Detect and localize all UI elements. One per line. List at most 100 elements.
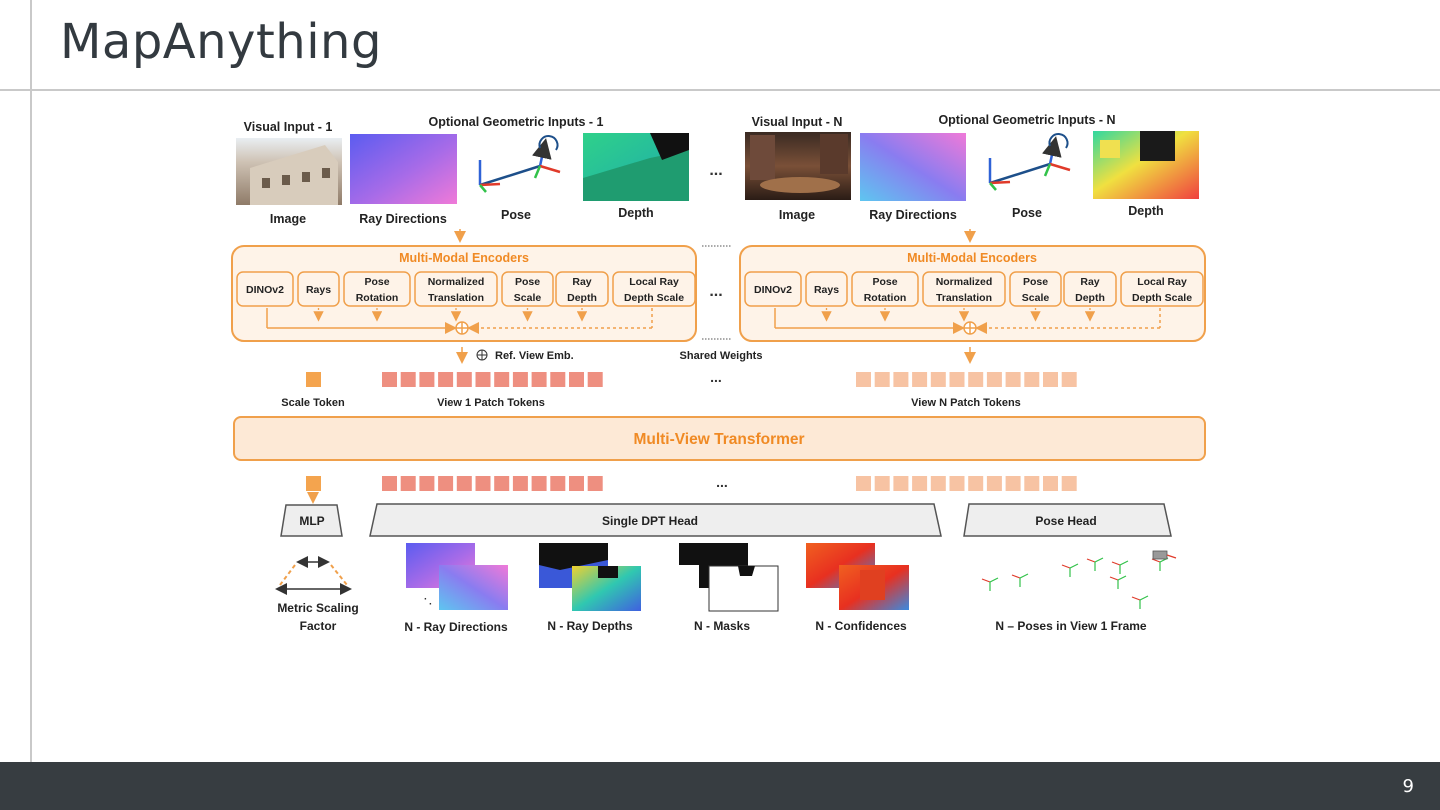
view1-encoder-label-0: DINOv2 bbox=[246, 284, 284, 296]
viewN-depth-label: Depth bbox=[1128, 204, 1163, 218]
view1-patch-token bbox=[475, 372, 491, 387]
inputs-ellipsis: ... bbox=[709, 162, 722, 179]
view1-encoder-label-3: Normalized bbox=[428, 276, 485, 288]
viewN-output-token bbox=[893, 476, 909, 491]
encoders-ellipsis: ... bbox=[709, 283, 722, 300]
viewN-output-token bbox=[856, 476, 871, 491]
viewN-patch-token bbox=[893, 372, 909, 387]
left-divider bbox=[30, 0, 32, 762]
view1-patch-token bbox=[456, 372, 472, 387]
viewN-encoder-label-2: Pose bbox=[872, 276, 897, 288]
viewN-patch-token bbox=[1043, 372, 1058, 387]
view1-output-token bbox=[382, 476, 397, 491]
view1-output-token bbox=[419, 476, 435, 491]
viewN-image-thumbnail bbox=[745, 132, 851, 200]
mlp-head bbox=[280, 504, 343, 537]
viewN-patch-token bbox=[856, 372, 871, 387]
view1-encoder-box-1: Rays bbox=[297, 271, 340, 322]
view1-ray-directions-thumbnail bbox=[350, 134, 457, 204]
view1-output-token bbox=[438, 476, 454, 491]
viewN-inputs: Visual Input - N Optional Geometric Inpu… bbox=[745, 113, 1199, 222]
view1-encoder-sublabel-6: Depth Scale bbox=[624, 292, 684, 304]
view1-patch-token bbox=[382, 372, 397, 387]
tokens-ellipsis: ... bbox=[710, 369, 722, 385]
viewN-encoder-label-0: DINOv2 bbox=[754, 284, 792, 296]
view1-encoder-label-2: Pose bbox=[364, 276, 389, 288]
viewN-encoder-label-3: Normalized bbox=[936, 276, 993, 288]
viewN-encoder-label-4: Pose bbox=[1023, 276, 1048, 288]
ray-depths-output-label: N - Ray Depths bbox=[547, 619, 633, 633]
view1-encoders-title: Multi-Modal Encoders bbox=[399, 251, 529, 265]
viewN-encoder-label-6: Local Ray bbox=[1137, 276, 1187, 288]
pose-glyph bbox=[1131, 595, 1149, 609]
view1-output-token bbox=[587, 476, 603, 491]
scale-token-output bbox=[306, 476, 321, 491]
viewN-geo-title: Optional Geometric Inputs - N bbox=[938, 113, 1115, 127]
output-tokens-ellipsis: ... bbox=[716, 474, 728, 490]
architecture-diagram: Visual Input - 1 Optional Geometric Inpu… bbox=[231, 113, 1206, 634]
viewN-output-token bbox=[968, 476, 984, 491]
viewN-patch-token bbox=[874, 372, 890, 387]
pose-head-label: Pose Head bbox=[1035, 514, 1096, 528]
viewN-encoder-box-1: Rays bbox=[805, 271, 848, 322]
dpt-head-label: Single DPT Head bbox=[602, 514, 698, 528]
view1-ray-directions-label: Ray Directions bbox=[359, 212, 447, 226]
viewN-patch-token bbox=[930, 372, 946, 387]
pose-glyph bbox=[1011, 573, 1029, 587]
viewN-depth-thumbnail bbox=[1093, 131, 1199, 199]
viewN-patch-token bbox=[986, 372, 1002, 387]
footer-bar: 9 bbox=[0, 762, 1440, 810]
pose-glyph bbox=[1151, 557, 1169, 571]
view1-image-label: Image bbox=[270, 212, 306, 226]
metric-scaling-icon bbox=[275, 556, 352, 595]
multi-view-transformer-label: Multi-View Transformer bbox=[633, 431, 804, 448]
poses-output-label: N – Poses in View 1 Frame bbox=[995, 619, 1147, 633]
view1-image-thumbnail bbox=[236, 138, 342, 205]
pose-glyph bbox=[981, 577, 999, 591]
view1-output-token bbox=[550, 476, 566, 491]
view1-output-token bbox=[569, 476, 584, 491]
view1-output-token bbox=[512, 476, 528, 491]
viewN-output-token bbox=[1024, 476, 1040, 491]
view1-geo-title: Optional Geometric Inputs - 1 bbox=[428, 115, 603, 129]
view1-encoder-label-5: Ray bbox=[572, 276, 591, 288]
view1-pose-label: Pose bbox=[501, 208, 531, 222]
viewN-patch-tokens-label: View N Patch Tokens bbox=[911, 397, 1021, 409]
viewN-sum-icon bbox=[963, 321, 977, 335]
view1-depth-label: Depth bbox=[618, 206, 653, 220]
scale-token-label: Scale Token bbox=[281, 397, 345, 409]
view1-encoder-sublabel-3: Translation bbox=[428, 292, 484, 304]
title-divider bbox=[0, 89, 1440, 91]
viewN-patch-tokens-output bbox=[856, 476, 1077, 491]
shared-weights-label: Shared Weights bbox=[680, 350, 763, 362]
viewN-patch-tokens-input bbox=[856, 372, 1077, 387]
view1-patch-token bbox=[512, 372, 528, 387]
poses-output-visualization bbox=[981, 557, 1169, 609]
view1-output-token bbox=[400, 476, 416, 491]
view1-encoder-label-6: Local Ray bbox=[629, 276, 679, 288]
dpt-head bbox=[369, 503, 942, 537]
metric-scaling-label-line2: Factor bbox=[300, 619, 337, 633]
pose-glyph bbox=[1086, 557, 1104, 571]
view1-encoder-sublabel-4: Scale bbox=[514, 292, 542, 304]
viewN-patch-token bbox=[912, 372, 928, 387]
view1-inputs: Visual Input - 1 Optional Geometric Inpu… bbox=[236, 115, 689, 226]
viewN-output-token bbox=[1061, 476, 1077, 491]
viewN-image-label: Image bbox=[779, 208, 815, 222]
viewN-visual-title: Visual Input - N bbox=[752, 115, 843, 129]
viewN-output-token bbox=[874, 476, 890, 491]
view1-visual-title: Visual Input - 1 bbox=[244, 120, 333, 134]
view1-patch-tokens-output bbox=[382, 476, 603, 491]
viewN-pose-axes-icon bbox=[988, 133, 1071, 191]
viewN-encoder-label-1: Rays bbox=[814, 284, 839, 296]
viewN-encoder-box-0: DINOv2 bbox=[744, 271, 802, 307]
view1-patch-token bbox=[569, 372, 584, 387]
viewN-encoder-sublabel-6: Depth Scale bbox=[1132, 292, 1192, 304]
viewN-encoder-sublabel-5: Depth bbox=[1075, 292, 1105, 304]
